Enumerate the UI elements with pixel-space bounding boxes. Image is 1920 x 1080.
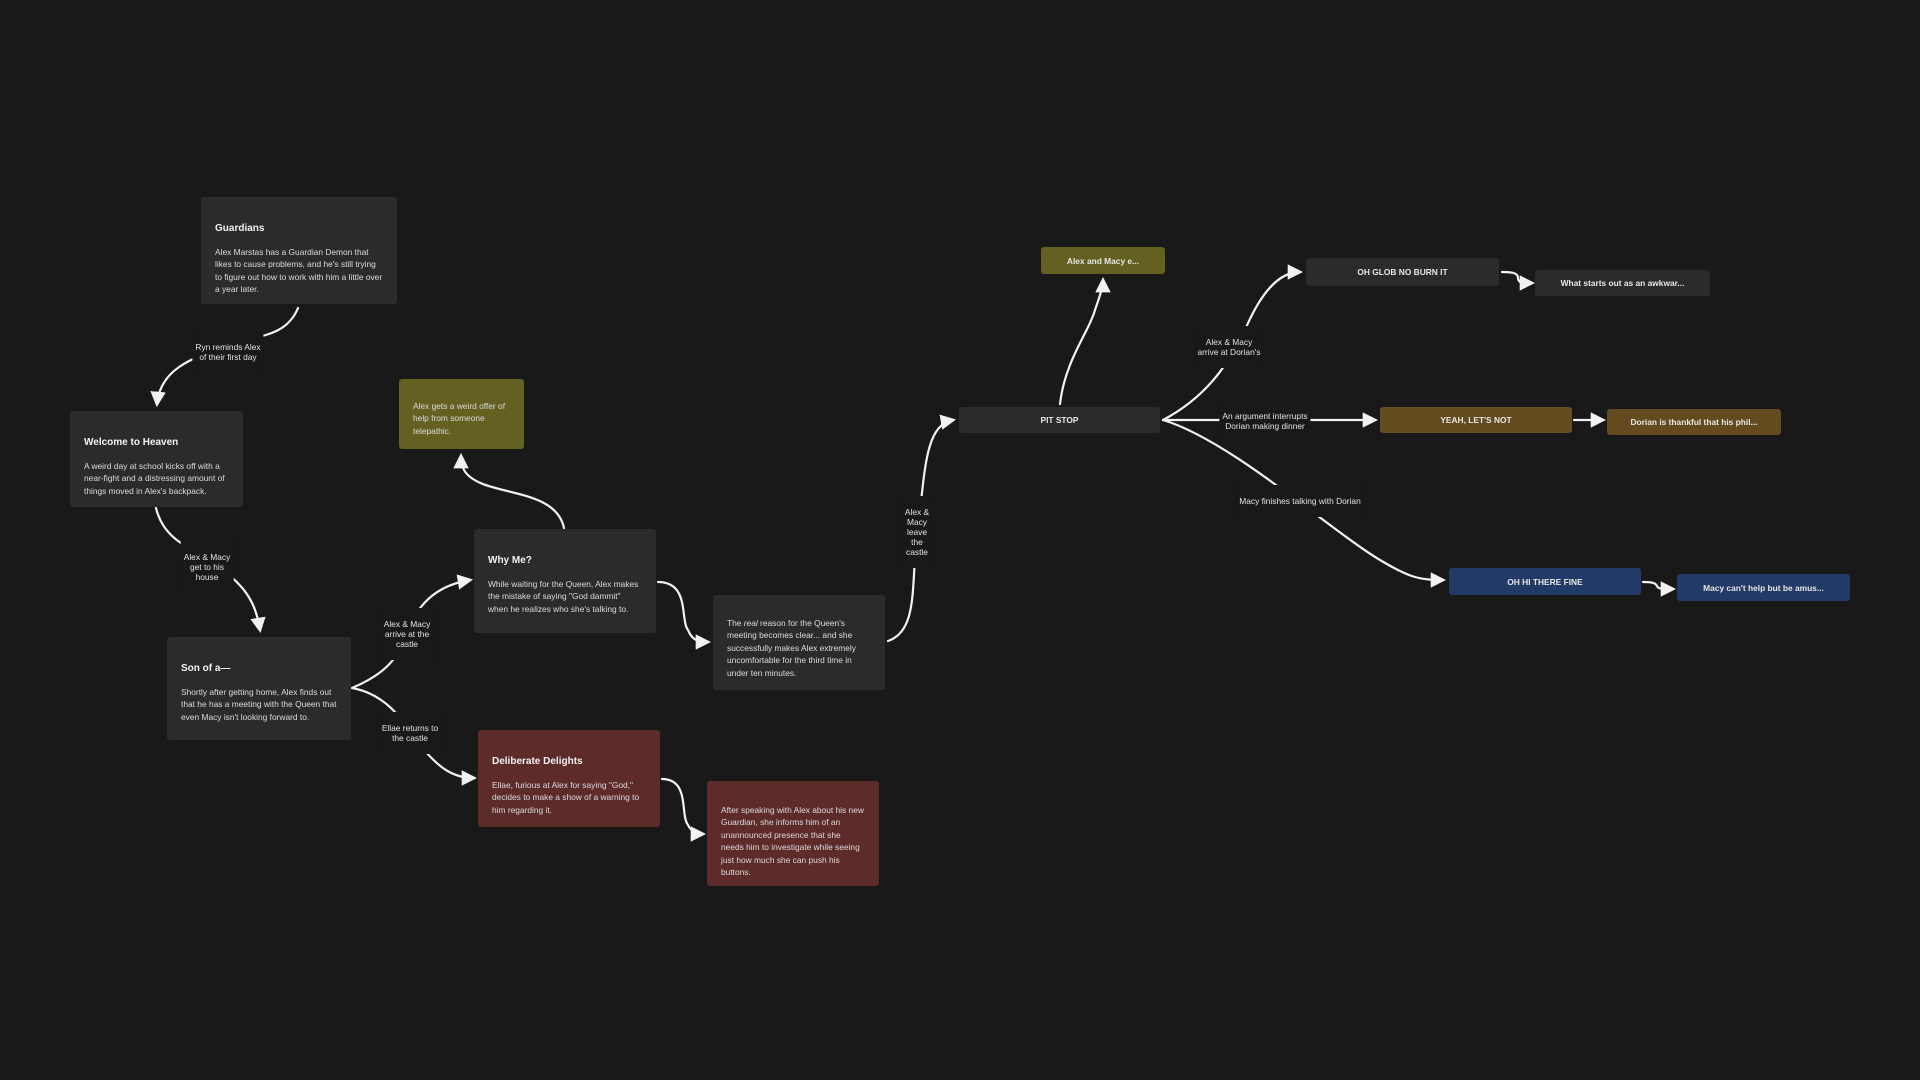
- edge-pitstop-ohhi: [1161, 418, 1447, 588]
- edge-pitstop-alexmacye: [1058, 276, 1111, 406]
- node-label: YEAH, LET'S NOT: [1440, 415, 1512, 425]
- node-body: After speaking with Alex about his new G…: [721, 805, 864, 878]
- node-label: PIT STOP: [1040, 415, 1079, 425]
- node-oh-glob-no-burn-it[interactable]: OH GLOB NO BURN IT: [1306, 258, 1499, 286]
- node-title: Welcome to Heaven: [84, 437, 179, 448]
- node-alex-and-macy-e[interactable]: Alex and Macy e...: [1041, 247, 1165, 274]
- edge-ohglob-whatstarts: [1500, 270, 1536, 291]
- node-body: The real reason for the Queen's meeting …: [727, 618, 856, 678]
- node-label: Alex and Macy e...: [1066, 255, 1140, 266]
- node-label: Macy can't help but be amus...: [1703, 582, 1824, 593]
- node-title: Guardians: [215, 223, 265, 234]
- node-body: Shortly after getting home, Alex finds o…: [181, 687, 337, 722]
- edge-label-finishes: Macy finishes talking with Dorian: [1236, 485, 1364, 517]
- node-oh-hi-there-fine[interactable]: OH HI THERE FINE: [1449, 568, 1641, 595]
- edge-whyme-telepathic: [453, 452, 566, 530]
- node-label: What starts out as an awkwar...: [1560, 278, 1685, 288]
- node-body: Alex Marstas has a Guardian Demon that l…: [215, 247, 383, 295]
- node-telepathic-offer[interactable]: Alex gets a weird offer of help from som…: [399, 379, 524, 449]
- node-title: Why Me?: [488, 555, 532, 566]
- node-real-reason[interactable]: The real reason for the Queen's meeting …: [713, 595, 885, 690]
- node-body: While waiting for the Queen, Alex makes …: [488, 579, 639, 614]
- node-label: Dorian is thankful that his phil...: [1630, 417, 1758, 427]
- node-deliberate-delights[interactable]: Deliberate Delights Ellae, furious at Al…: [478, 730, 660, 827]
- edge-deliberate-after: [660, 777, 707, 842]
- edge-ohhi-macycant: [1641, 580, 1677, 597]
- node-body: A weird day at school kicks off with a n…: [84, 461, 225, 496]
- node-after-speaking[interactable]: After speaking with Alex about his new G…: [707, 781, 879, 886]
- node-dorian-thankful[interactable]: Dorian is thankful that his phil...: [1607, 409, 1781, 435]
- node-welcome-to-heaven[interactable]: Welcome to Heaven A weird day at school …: [70, 411, 243, 507]
- node-body: Ellae, furious at Alex for saying "God,"…: [492, 780, 640, 815]
- node-yeah-lets-not[interactable]: YEAH, LET'S NOT: [1380, 407, 1572, 433]
- node-label: OH HI THERE FINE: [1507, 576, 1583, 587]
- node-what-starts-out[interactable]: What starts out as an awkwar...: [1535, 270, 1710, 296]
- node-body: Alex gets a weird offer of help from som…: [413, 401, 506, 436]
- node-guardians[interactable]: Guardians Alex Marstas has a Guardian De…: [201, 197, 397, 304]
- node-label: OH GLOB NO BURN IT: [1357, 267, 1448, 277]
- node-macy-cant-help[interactable]: Macy can't help but be amus...: [1677, 574, 1850, 601]
- node-title: Deliberate Delights: [492, 756, 583, 767]
- node-why-me[interactable]: Why Me? While waiting for the Queen, Ale…: [474, 529, 656, 633]
- edge-whyme-realreason: [656, 580, 712, 650]
- node-pit-stop[interactable]: PIT STOP: [959, 407, 1160, 433]
- node-title: Son of a—: [181, 663, 231, 674]
- node-son-of-a[interactable]: Son of a— Shortly after getting home, Al…: [167, 637, 351, 740]
